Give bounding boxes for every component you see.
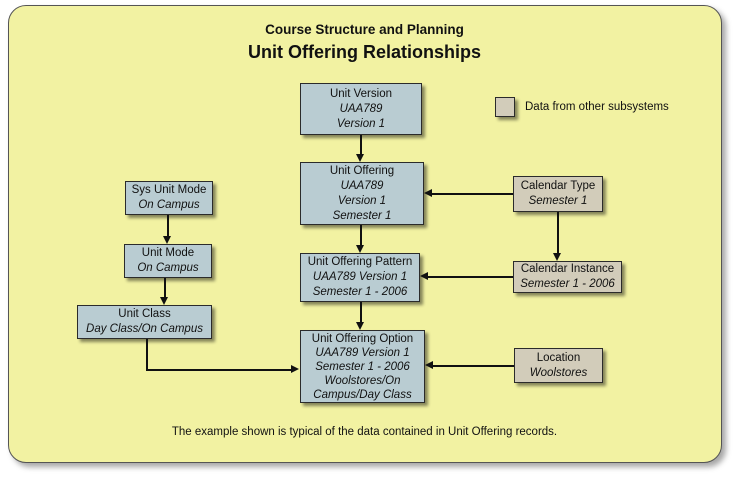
box-line: Semester 1 <box>332 209 392 222</box>
arrowhead-down-icon <box>356 245 364 253</box>
unit-mode-box: Unit Mode On Campus <box>124 244 212 278</box>
location-box: Location Woolstores <box>514 348 603 383</box>
arrowhead-left-icon <box>424 189 432 197</box>
calendar-instance-box: Calendar Instance Semester 1 - 2006 <box>513 261 622 293</box>
diagram-subtitle: Course Structure and Planning <box>265 22 464 37</box>
connector-sysmode-to-mode <box>167 215 169 237</box>
box-line: On Campus <box>138 199 200 211</box>
connector-instance-to-pattern <box>428 276 513 278</box>
box-title: Location <box>536 351 581 364</box>
connector-class-to-option-horizontal <box>146 369 292 371</box>
arrowhead-right-icon <box>291 365 299 373</box>
legend-subsystem-swatch <box>495 97 515 117</box>
arrowhead-left-icon <box>420 272 428 280</box>
box-line: Semester 1 - 2006 <box>520 278 615 290</box>
calendar-type-box: Calendar Type Semester 1 <box>513 176 603 212</box>
arrowhead-down-icon <box>356 322 364 330</box>
box-line: UAA789 Version 1 <box>312 271 408 283</box>
box-line: UAA789 Version 1 <box>315 346 410 359</box>
connector-version-to-offering <box>360 135 362 156</box>
arrowhead-down-icon <box>356 154 364 162</box>
connector-location-to-option <box>433 365 514 367</box>
arrowhead-down-icon <box>160 297 168 305</box>
box-title: Unit Offering Pattern <box>307 256 413 268</box>
box-line: Semester 1 - 2006 <box>312 286 408 298</box>
box-line: UAA789 <box>340 179 384 192</box>
connector-offering-to-pattern <box>360 225 362 246</box>
arrowhead-down-icon <box>163 236 171 244</box>
box-line: UAA789 <box>339 102 383 115</box>
box-line: Semester 1 <box>528 195 588 207</box>
box-line: Version 1 <box>336 117 386 130</box>
sys-unit-mode-box: Sys Unit Mode On Campus <box>125 181 213 215</box>
connector-pattern-to-option <box>360 302 362 323</box>
box-line: Woolstores <box>529 366 588 379</box>
connector-mode-to-class <box>164 278 166 298</box>
box-title: Unit Class <box>118 308 171 320</box>
box-line: Woolstores/On <box>324 374 401 387</box>
legend-label: Data from other subsystems <box>525 101 669 113</box>
box-title: Sys Unit Mode <box>131 184 207 196</box>
connector-calendartype-to-offering <box>432 193 513 195</box>
box-title: Unit Version <box>329 87 392 100</box>
box-title: Calendar Instance <box>520 263 615 275</box>
box-title: Unit Offering Option <box>311 332 414 345</box>
arrowhead-left-icon <box>425 361 433 369</box>
box-line: Semester 1 - 2006 <box>315 360 410 373</box>
box-line: On Campus <box>137 262 199 274</box>
box-title: Unit Offering <box>329 164 395 177</box>
box-title: Calendar Type <box>520 180 596 192</box>
box-line: Day Class/On Campus <box>86 323 203 335</box>
unit-offering-box: Unit Offering UAA789 Version 1 Semester … <box>300 162 424 225</box>
unit-offering-option-box: Unit Offering Option UAA789 Version 1 Se… <box>300 330 425 403</box>
connector-class-to-option-vertical <box>146 339 148 371</box>
box-title: Unit Mode <box>141 247 195 259</box>
box-line: Version 1 <box>337 194 387 207</box>
arrowhead-down-icon <box>553 253 561 261</box>
unit-class-box: Unit Class Day Class/On Campus <box>77 305 212 339</box>
footer-caption: The example shown is typical of the data… <box>171 426 558 438</box>
unit-version-box: Unit Version UAA789 Version 1 <box>300 83 422 135</box>
box-line: Campus/Day Class <box>313 388 412 401</box>
unit-offering-pattern-box: Unit Offering Pattern UAA789 Version 1 S… <box>300 253 420 302</box>
page-title: Unit Offering Relationships <box>247 42 481 62</box>
connector-calendartype-to-instance <box>557 212 559 254</box>
